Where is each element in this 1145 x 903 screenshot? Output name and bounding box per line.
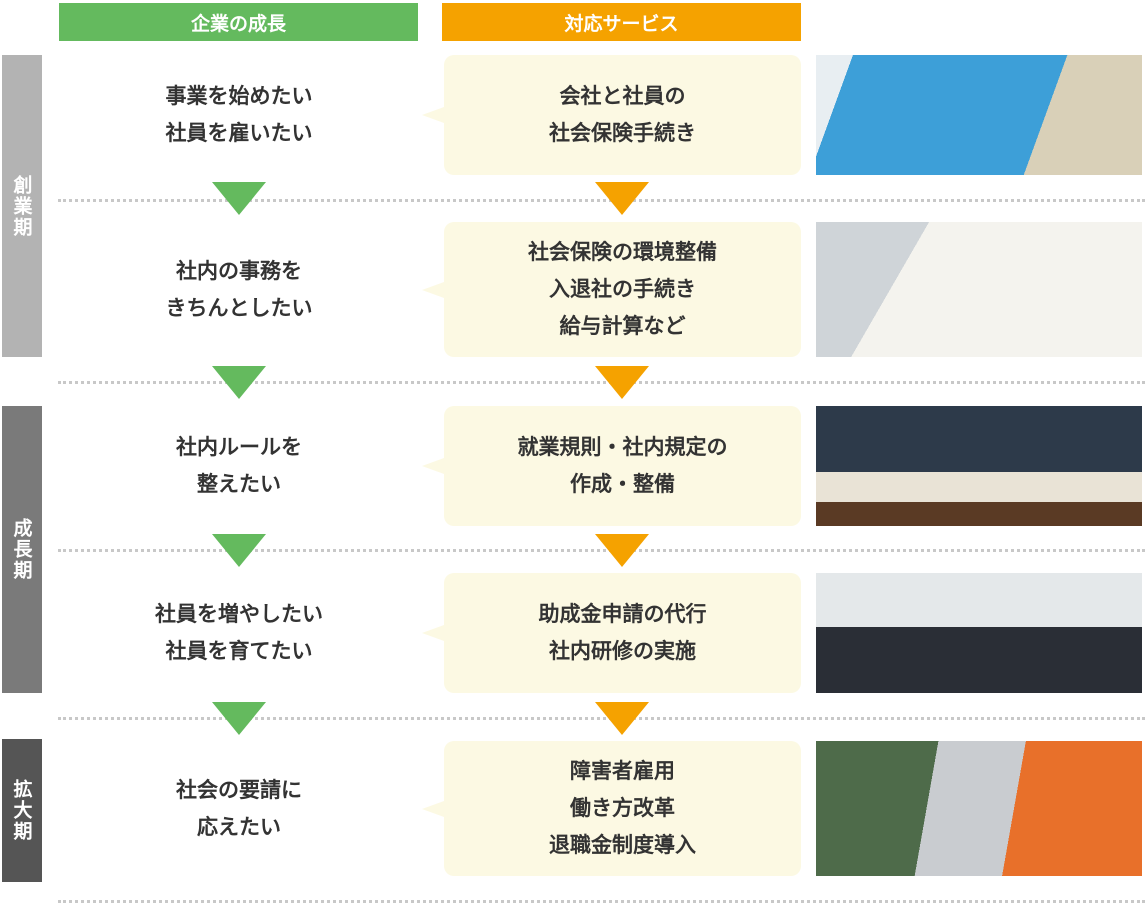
growth-header: 企業の成長 [59, 3, 418, 41]
arrow-down-icon [595, 534, 649, 567]
payslip-photo [816, 222, 1142, 357]
arrow-down-icon [212, 366, 266, 399]
phase-growth: 成長期 [2, 406, 42, 693]
service-box: 就業規則・社内規定の 作成・整備 [422, 406, 801, 526]
open-book-photo [816, 406, 1142, 526]
need-text: 社内の事務を きちんとしたい [165, 258, 313, 320]
phase-expansion: 拡大期 [2, 739, 42, 882]
arrow-down-icon [595, 366, 649, 399]
arrow-down-icon [212, 534, 266, 567]
need-text: 社会の要請に 応えたい [176, 777, 302, 839]
pension-book-photo [816, 55, 1142, 175]
arrow-down-icon [595, 182, 649, 215]
arrow-down-icon [595, 702, 649, 735]
service-box: 会社と社員の 社会保険手続き [422, 55, 801, 175]
service-header: 対応サービス [442, 3, 801, 41]
need-text: 社内ルールを 整えたい [176, 435, 302, 496]
seminar-photo [816, 573, 1142, 693]
divider [58, 900, 1145, 903]
phase-startup: 創業期 [2, 55, 42, 357]
service-box: 障害者雇用 働き方改革 退職金制度導入 [422, 741, 801, 876]
service-box: 助成金申請の代行 社内研修の実施 [422, 573, 801, 693]
need-text: 事業を始めたい 社員を雇いたい [165, 84, 313, 145]
laptop-photo [816, 741, 1142, 876]
need-text: 社員を増やしたい 社員を育てたい [155, 602, 323, 663]
arrow-down-icon [212, 702, 266, 735]
arrow-down-icon [212, 182, 266, 215]
service-box: 社会保険の環境整備 入退社の手続き 給与計算など [422, 222, 801, 357]
